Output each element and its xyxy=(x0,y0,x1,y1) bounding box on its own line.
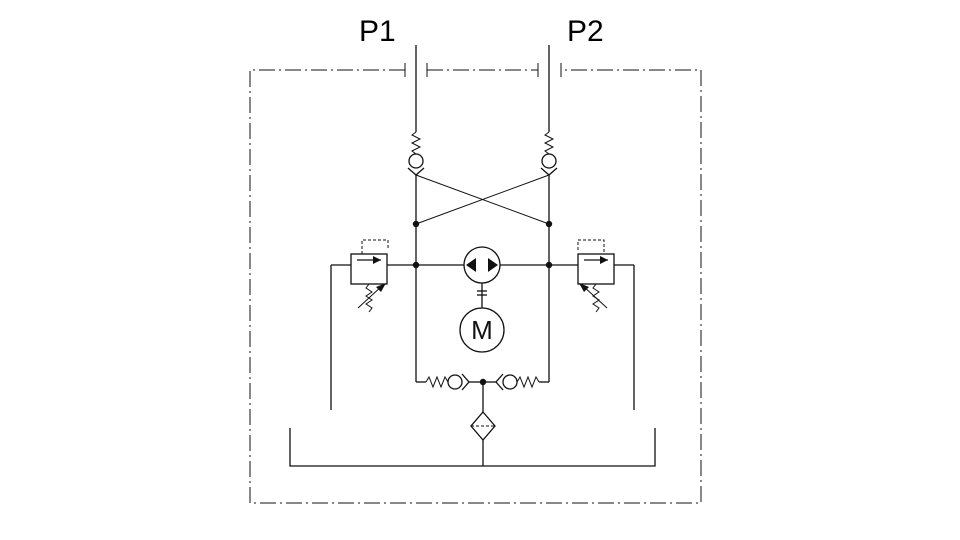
check-valve-icon xyxy=(416,373,483,391)
port-label-p2: P2 xyxy=(567,15,604,48)
motor-symbol: M xyxy=(471,315,493,345)
filter-icon xyxy=(470,382,496,466)
bidirectional-pump-icon xyxy=(463,246,501,308)
relief-valve-icon xyxy=(330,239,389,410)
pilot-cross-lines xyxy=(415,174,550,225)
check-valve-icon xyxy=(407,131,425,224)
main-lines xyxy=(387,224,578,382)
check-valve-icon xyxy=(483,373,549,391)
check-valve-icon xyxy=(540,131,558,224)
electric-motor-icon: M xyxy=(459,307,505,353)
tank xyxy=(289,428,656,467)
relief-valve-icon xyxy=(577,239,635,410)
port-label-p1: P1 xyxy=(359,15,396,48)
enclosure-boundary xyxy=(249,63,702,504)
junctions xyxy=(412,220,553,386)
